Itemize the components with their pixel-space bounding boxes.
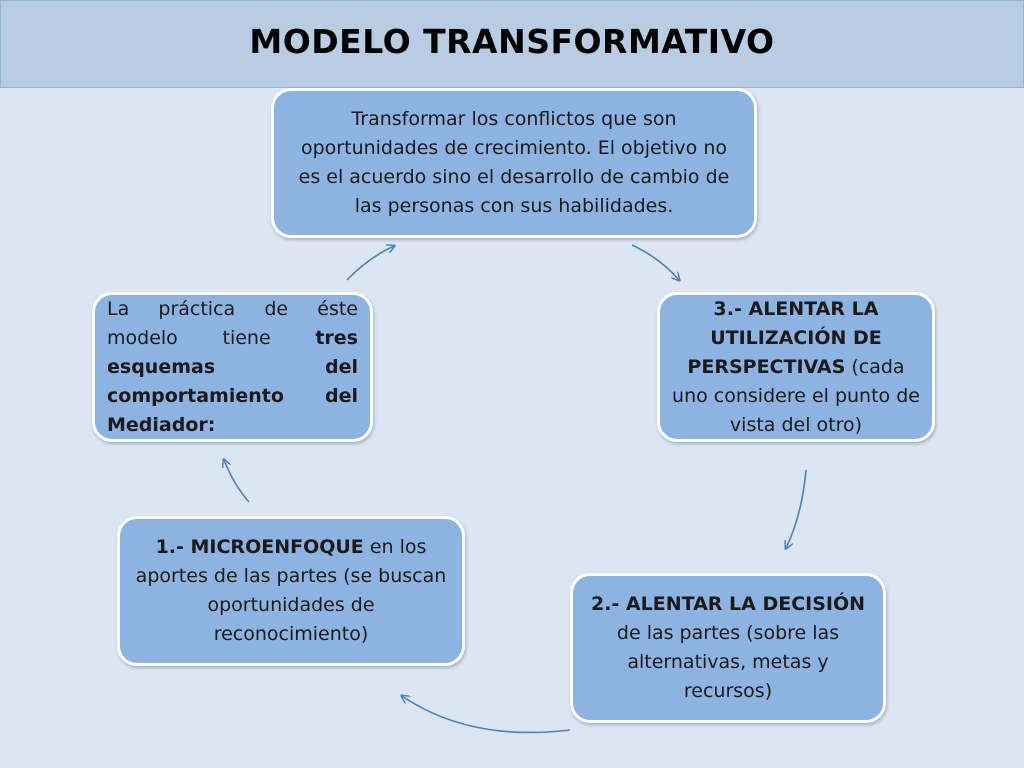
node-transform-goal: Transformar los conflictos que son oport… [271,88,757,238]
node-perspectives: 3.- ALENTAR LA UTILIZACIÓN DE PERSPECTIV… [657,292,935,442]
node-perspectives-heading: 3.- ALENTAR LA UTILIZACIÓN DE PERSPECTIV… [687,297,882,378]
node-mediator-schemes: La práctica de éste modelo tiene tres es… [92,292,373,442]
arrow-right-to-bottom-right [786,469,807,548]
node-microfocus: 1.- MICROENFOQUE en los aportes de las p… [117,516,465,666]
node-decision: 2.- ALENTAR LA DECISIÓN de las partes (s… [570,573,886,723]
arrow-bottom-left-to-left [224,460,250,503]
node-microfocus-heading: 1.- MICROENFOQUE [155,536,364,558]
node-mediator-schemes-heading: tres esquemas del comportamiento del Med… [107,326,358,436]
node-perspectives-detail: (cada uno considere el punto de vista de… [672,355,920,436]
node-mediator-schemes-intro: La práctica de éste modelo tiene [107,297,358,349]
arrow-bottom-right-to-bottom-left [402,696,571,734]
node-transform-goal-text: Transformar los conflictos que son oport… [298,108,730,217]
node-decision-detail: de las partes (sobre las alternativas, m… [616,622,840,702]
arrow-left-to-top [346,246,394,281]
node-decision-heading: 2.- ALENTAR LA DECISIÓN [590,593,866,615]
title-banner [0,0,1024,88]
page-title: MODELO TRANSFORMATIVO [249,22,775,61]
arrow-top-to-right [631,244,679,280]
node-microfocus-detail: en los aportes de las partes (se buscan … [135,536,447,645]
